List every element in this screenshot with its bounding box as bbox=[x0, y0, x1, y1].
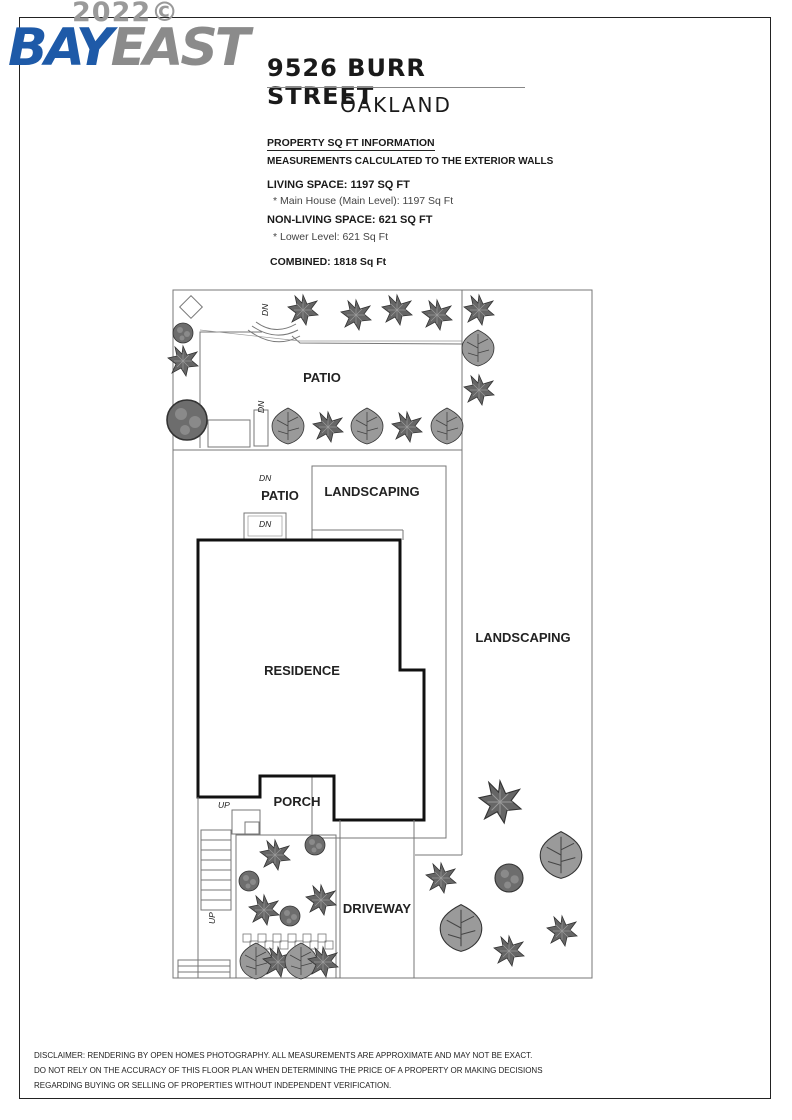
address-title: 9526 BURR STREET bbox=[267, 54, 426, 110]
label-dn-2: DN bbox=[256, 400, 266, 413]
disclaimer-line-1: DISCLAIMER: RENDERING BY OPEN HOMES PHOT… bbox=[34, 1051, 533, 1060]
label-landscaping-right: LANDSCAPING bbox=[475, 630, 570, 645]
label-dn-3: DN bbox=[259, 473, 272, 483]
logo-year: 2022© bbox=[72, 0, 180, 28]
title-divider bbox=[267, 87, 525, 88]
page-frame bbox=[19, 17, 771, 1099]
label-up-1: UP bbox=[218, 800, 230, 810]
label-driveway: DRIVEWAY bbox=[343, 901, 411, 916]
sqft-heading: PROPERTY SQ FT INFORMATION bbox=[267, 137, 435, 151]
label-dn-1: DN bbox=[260, 303, 270, 316]
label-residence: RESIDENCE bbox=[264, 663, 340, 678]
logo-east: EAST bbox=[110, 18, 251, 78]
label-dn-4: DN bbox=[259, 519, 272, 529]
nonliving-detail: * Lower Level: 621 Sq Ft bbox=[273, 231, 388, 243]
living-space: LIVING SPACE: 1197 SQ FT bbox=[267, 179, 410, 191]
sqft-note: MEASUREMENTS CALCULATED TO THE EXTERIOR … bbox=[267, 156, 554, 167]
label-porch: PORCH bbox=[274, 794, 321, 809]
living-detail: * Main House (Main Level): 1197 Sq Ft bbox=[273, 195, 454, 207]
fountain-icon bbox=[178, 294, 204, 320]
label-landscaping-center: LANDSCAPING bbox=[324, 484, 419, 499]
label-patio-small: PATIO bbox=[261, 488, 299, 503]
logo-bay: BAY bbox=[8, 18, 114, 78]
logo-wordmark: BAYEAST bbox=[8, 22, 250, 74]
disclaimer-line-3: REGARDING BUYING OR SELLING OF PROPERTIE… bbox=[34, 1081, 392, 1090]
front-stairs bbox=[201, 839, 231, 901]
label-patio-top: PATIO bbox=[303, 370, 341, 385]
disclaimer-line-2: DO NOT RELY ON THE ACCURACY OF THIS FLOO… bbox=[34, 1066, 543, 1075]
lot-boundary bbox=[172, 289, 593, 979]
combined-sqft: COMBINED: 1818 Sq Ft bbox=[270, 256, 387, 268]
nonliving-space: NON-LIVING SPACE: 621 SQ FT bbox=[267, 214, 433, 226]
label-up-2: UP bbox=[207, 912, 217, 924]
disclaimer: DISCLAIMER: RENDERING BY OPEN HOMES PHOT… bbox=[34, 1048, 543, 1093]
city-title: OAKLAND bbox=[340, 93, 452, 117]
residence-outline bbox=[196, 538, 426, 822]
